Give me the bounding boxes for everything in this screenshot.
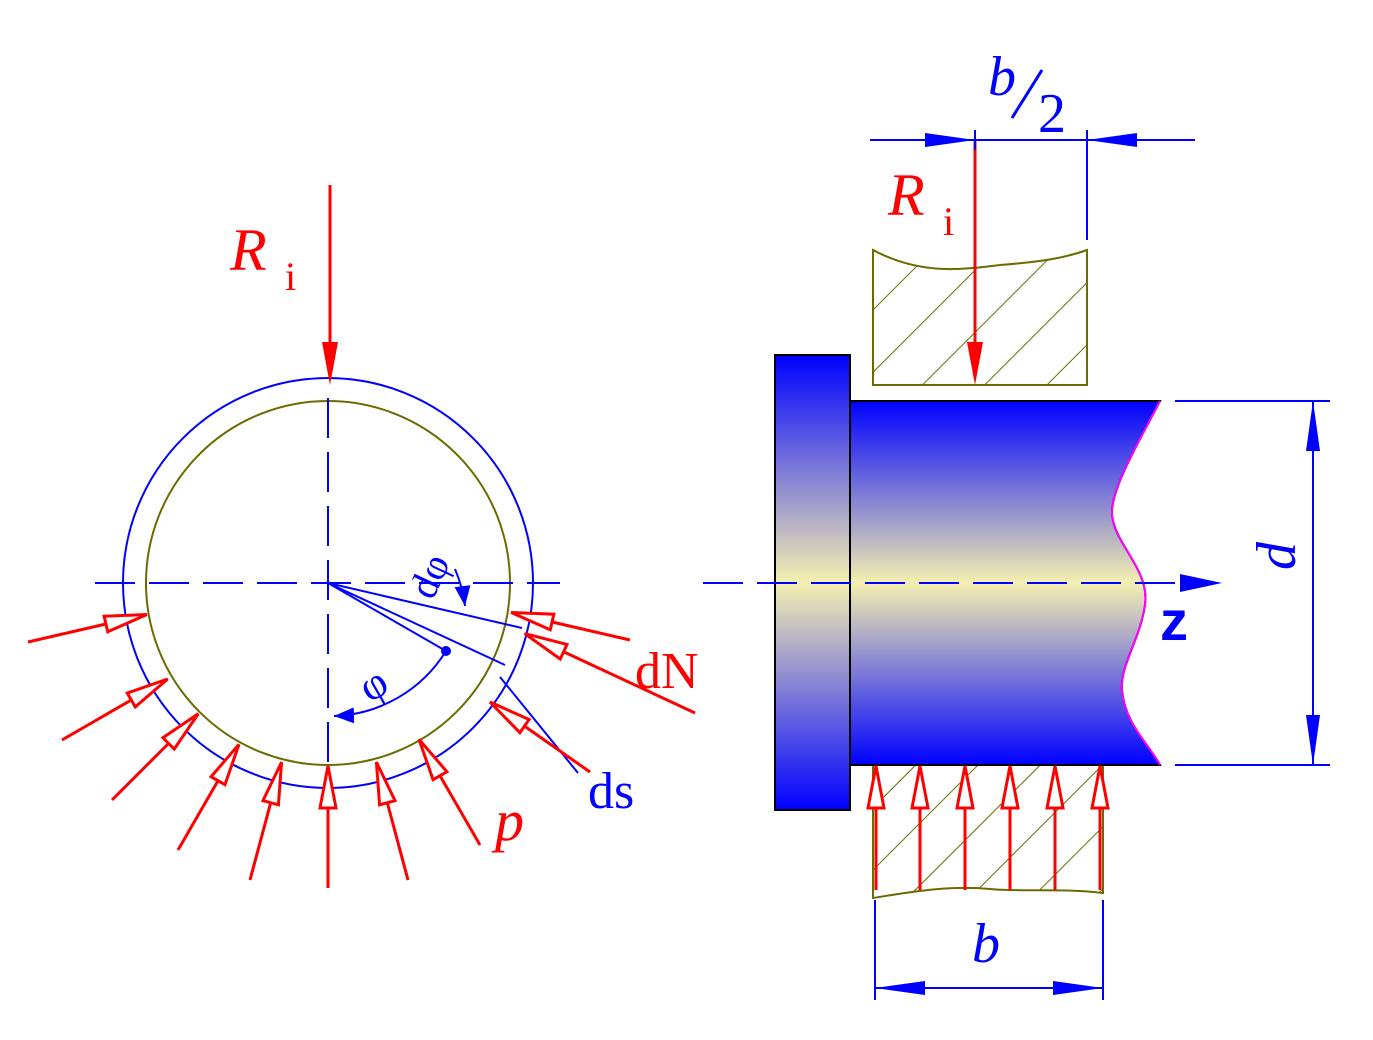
right-side-view: b 2 R i b d z (703, 46, 1330, 1000)
half-width-arrow-left (925, 133, 975, 147)
reaction-arrow (955, 765, 975, 890)
shaft-break-line (1110, 400, 1161, 766)
pressure-arrow (318, 765, 338, 888)
dn-label: dN (635, 643, 699, 700)
reaction-arrow (866, 765, 886, 890)
pressure-arrow (61, 677, 169, 742)
pressure-arrow (374, 761, 410, 881)
reaction-arrow (1090, 765, 1110, 890)
pressure-arrow (176, 743, 241, 851)
pressure-arrow (110, 712, 200, 802)
pressure-arrows (27, 611, 631, 888)
pressure-point (441, 646, 451, 656)
load-arrow-head (322, 342, 338, 385)
pressure-label: p (491, 788, 524, 853)
right-load-subscript: i (943, 199, 954, 244)
left-load-symbol: R (229, 217, 267, 283)
dphi-angle-arc (454, 568, 471, 607)
dn-arrow (523, 632, 696, 715)
radial-line-lower (327, 582, 506, 666)
pressure-arrow (417, 738, 482, 846)
pressure-arrow (488, 700, 591, 774)
ds-label: ds (588, 763, 634, 820)
width-arrow-right (1053, 981, 1103, 995)
diameter-dimension (1175, 400, 1330, 766)
radial-line-upper (327, 582, 523, 629)
reaction-arrow (1000, 765, 1020, 890)
radial-line-phi (327, 582, 447, 652)
diameter-arrow-top (1306, 401, 1320, 451)
reaction-arrow (910, 765, 930, 890)
half-width-denominator: 2 (1038, 83, 1066, 145)
upper-bearing-block (872, 248, 1088, 386)
reaction-arrow (1045, 765, 1065, 890)
phi-angle-arc (333, 650, 447, 724)
axis-label: z (1160, 589, 1188, 652)
half-width-numerator: b (988, 46, 1016, 108)
axis-arrow-head (1180, 574, 1222, 592)
width-arrow-left (875, 981, 925, 995)
phi-label: φ (350, 657, 397, 712)
pressure-arrow (27, 613, 148, 644)
left-load-subscript: i (285, 254, 296, 299)
ds-leader-line (499, 676, 579, 774)
lower-bearing-block (872, 764, 1104, 900)
half-width-arrow-right (1087, 133, 1137, 147)
left-cross-section: R i dN p ds φ dφ (27, 185, 699, 888)
pressure-arrow (510, 611, 631, 642)
pressure-arrow (248, 761, 284, 881)
reaction-arrows (866, 765, 1110, 890)
dphi-label: dφ (400, 547, 459, 605)
diameter-arrow-bottom (1306, 715, 1320, 765)
diameter-label: d (1246, 541, 1308, 570)
width-label: b (972, 913, 1000, 975)
right-load-symbol: R (887, 162, 925, 228)
right-load-arrow-head (967, 342, 983, 385)
half-width-slash (1010, 69, 1044, 119)
